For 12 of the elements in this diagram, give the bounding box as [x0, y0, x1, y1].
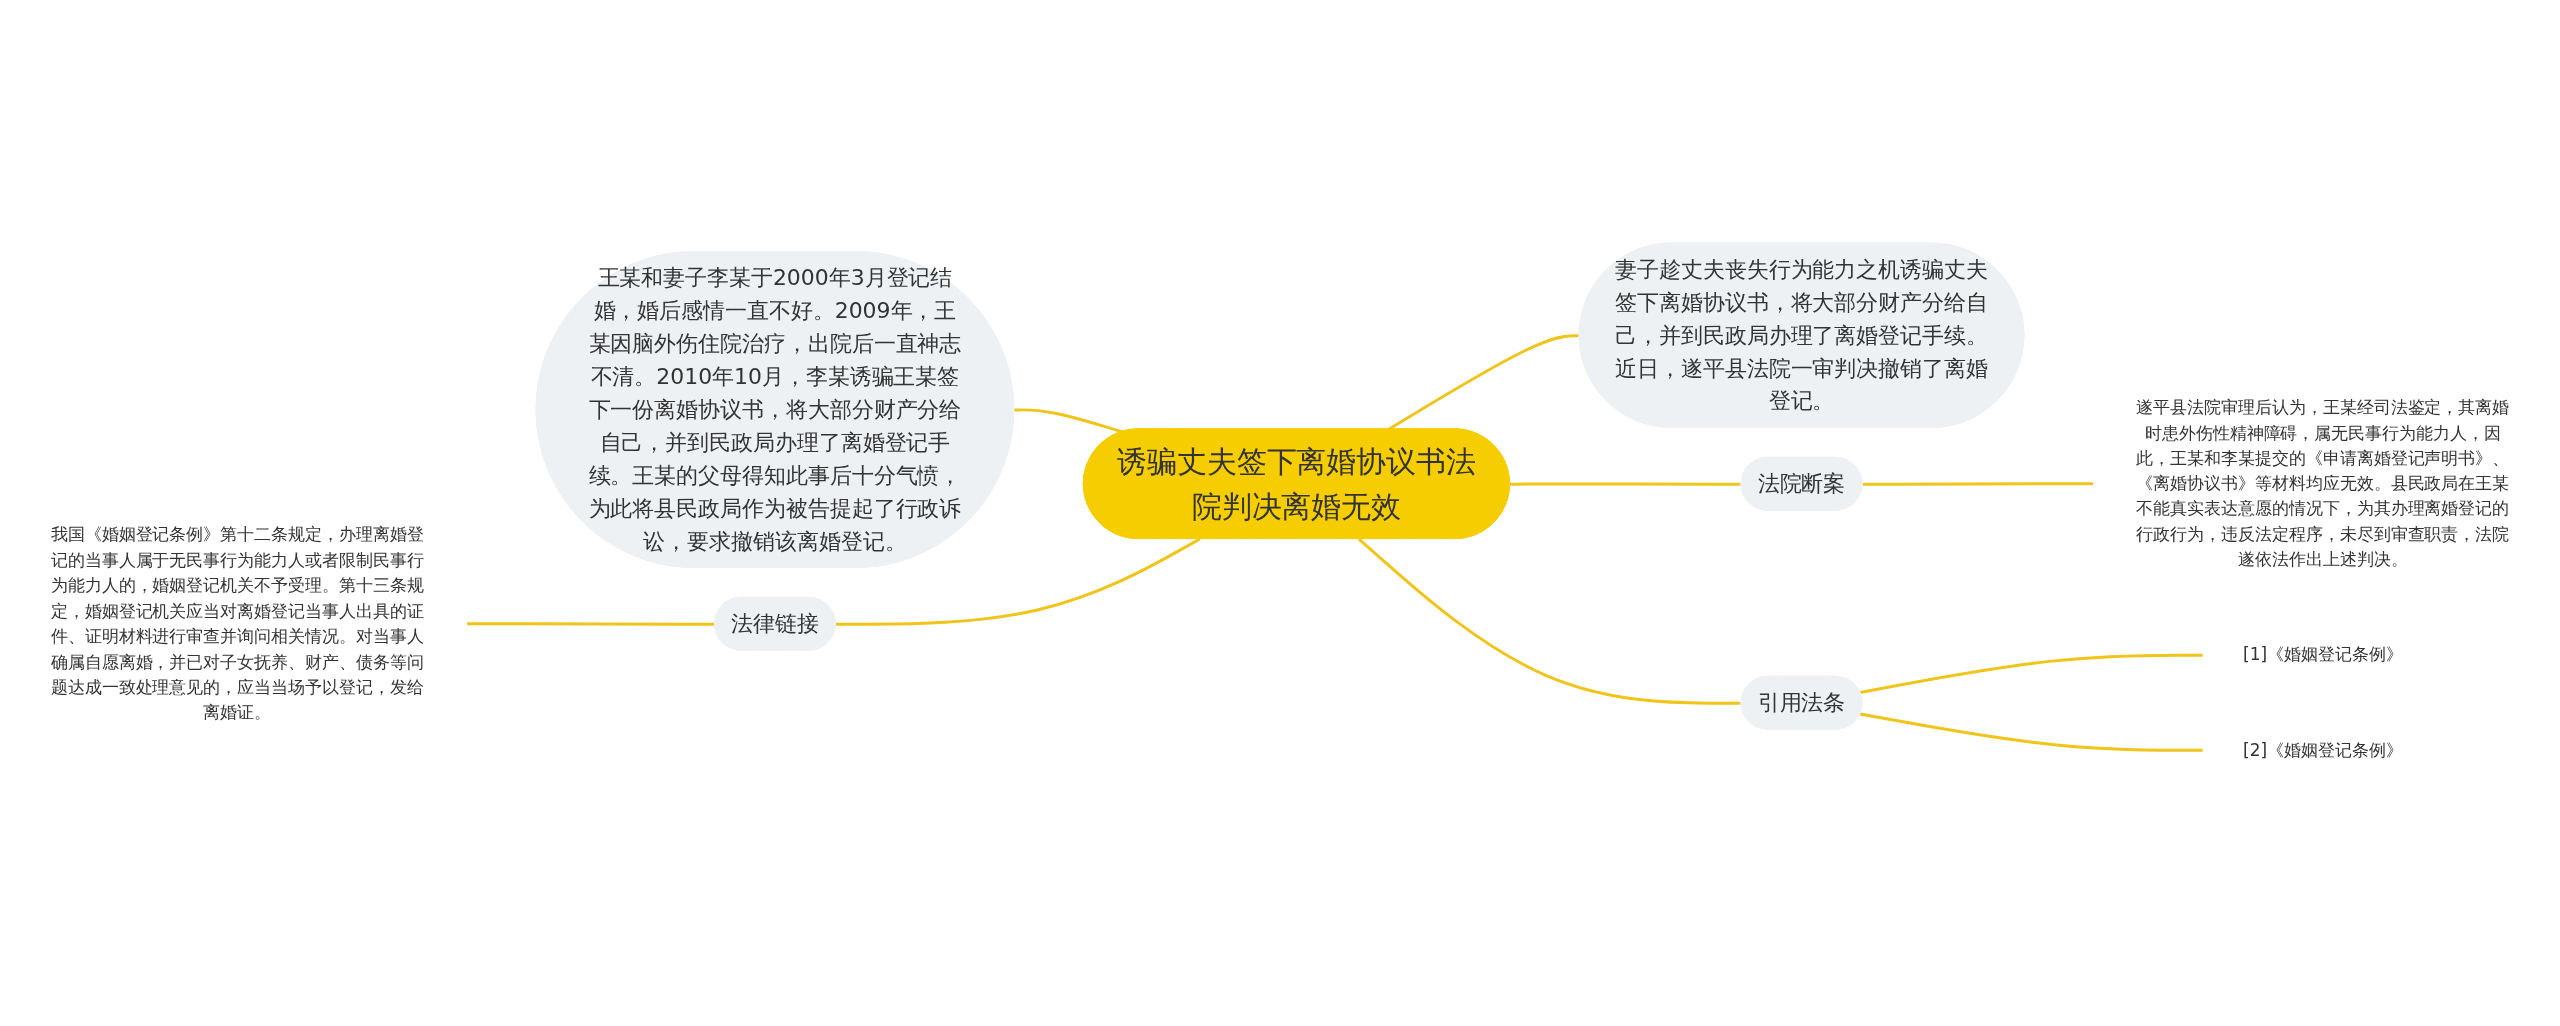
- connector: [466, 622, 715, 626]
- node-text: [2]《婚姻登记条例》: [2243, 739, 2403, 760]
- connector: [1862, 482, 2094, 486]
- node-text: 遂平县法院审理后认为，王某经司法鉴定，其离婚时患外伤性精神障碍，属无民事行为能力人，因此，王某和李某提交的《申请离婚登记声明书》、《离婚协议书》等材料均应无效。县民政局在王某不能真实表达意愿的情况下，为其办理离婚登记的行政行为，违反法定程序，未尽到审查职责，法院遂依法作出上述判决。: [2136, 396, 2510, 570]
- connector: [1014, 408, 1123, 434]
- connector: [1859, 653, 2204, 694]
- node-text: [1]《婚姻登记条例》: [2243, 644, 2403, 665]
- node-text: 我国《婚姻登记条例》第十二条规定，办理离婚登记的当事人属于无民事行为能力人或者限制民事行为能力人的，婚姻登记机关不予受理。第十三条规定，婚姻登记机关应当对离婚登记当事人出具的证件、证明材料进行审查并询问相关情况。对当事人确属自愿离婚，并已对子女抚养、财产、债务等问题达成一致处理意见的，应当当场予以登记，发给离婚证。: [50, 524, 424, 722]
- connector: [1859, 712, 2204, 752]
- connector: [1357, 537, 1742, 705]
- connector: [1509, 482, 1742, 486]
- connector: [835, 537, 1201, 626]
